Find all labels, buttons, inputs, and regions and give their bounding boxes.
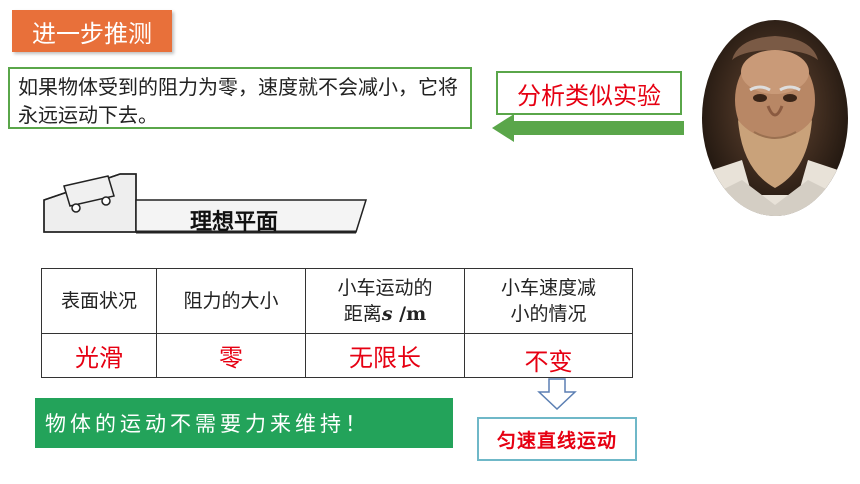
analyze-similar-experiment-button[interactable]: 分析类似实验: [496, 71, 682, 115]
results-table: 表面状况 阻力的大小 小车运动的 距离s /m 小车速度减 小的情况 光滑 零 …: [41, 268, 633, 378]
scientist-portrait: [702, 20, 848, 216]
header-speed-line1: 小车速度减: [500, 277, 596, 299]
arrow-left-icon: [492, 114, 684, 142]
header-surface: 表面状况: [41, 268, 157, 334]
header-speed-line2: 小的情况: [510, 303, 587, 325]
arrow-down-icon: [537, 378, 577, 410]
cell-resistance: 零: [156, 333, 306, 378]
distance-variable: s: [381, 303, 393, 325]
ideal-plane-label: 理想平面: [190, 209, 279, 235]
header-distance-line2: 距离: [343, 303, 382, 325]
conclusion-banner: 物体的运动不需要力来维持！: [35, 398, 453, 448]
header-distance: 小车运动的 距离s /m: [305, 268, 465, 334]
header-speed-change: 小车速度减 小的情况: [464, 268, 633, 334]
cell-distance: 无限长: [305, 333, 465, 378]
table-row: 光滑 零 无限长 不变: [41, 333, 633, 378]
hypothesis-text: 如果物体受到的阻力为零，速度就不会减小，它将永远运动下去。: [8, 67, 472, 129]
distance-unit: /m: [392, 303, 427, 325]
uniform-motion-box: 匀速直线运动: [477, 417, 637, 461]
ideal-plane-ramp: [43, 173, 368, 234]
header-resistance: 阻力的大小: [156, 268, 306, 334]
page-title: 进一步推测: [12, 10, 172, 52]
cell-speed-change: 不变: [464, 333, 633, 378]
cart-icon: [63, 175, 115, 213]
table-header-row: 表面状况 阻力的大小 小车运动的 距离s /m 小车速度减 小的情况: [41, 268, 633, 334]
cell-surface: 光滑: [41, 333, 157, 378]
header-distance-line1: 小车运动的: [337, 277, 433, 299]
